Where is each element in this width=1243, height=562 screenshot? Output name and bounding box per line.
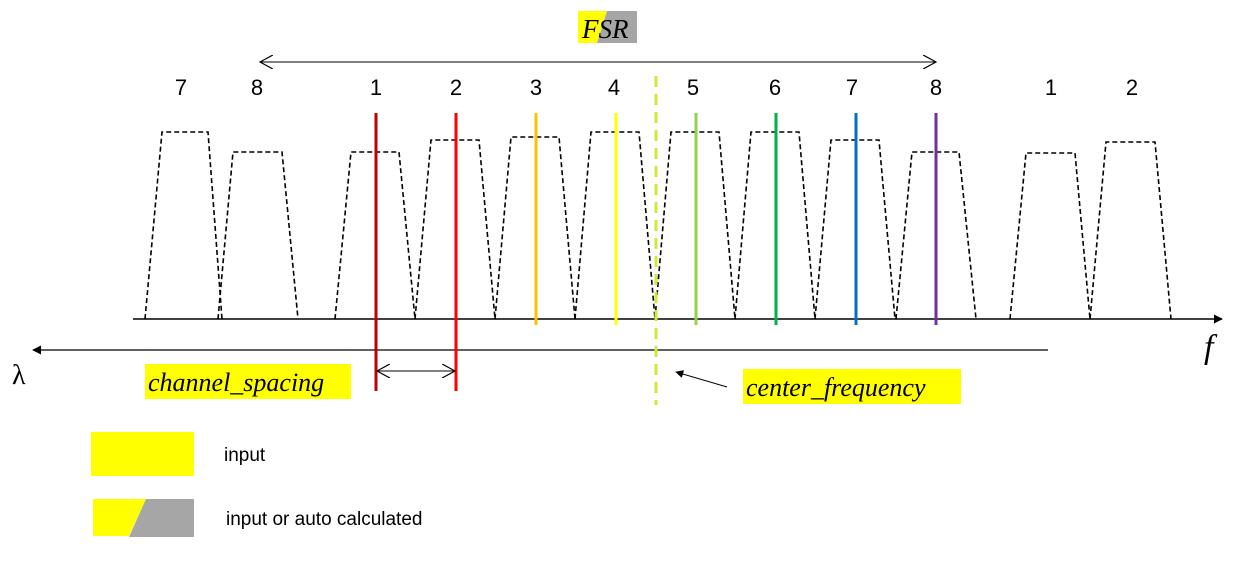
channel-number-label: 8 [930,75,942,100]
center-frequency-pointer [675,370,728,388]
filter-passband [144,131,223,320]
filter-passband [1009,152,1091,320]
legend-swatch-yellow-part [93,499,146,536]
legend: input input or auto calculated [91,432,422,537]
channel-number-label: 2 [450,75,462,100]
channel-number-label: 7 [175,75,187,100]
channel-spacing-label: channel_spacing [148,368,324,397]
filter-passband [1089,141,1172,320]
filter-passband [895,151,977,320]
channel-number-label: 1 [1045,75,1057,100]
legend-item-input: input [91,432,266,476]
channel-number-label: 2 [1126,75,1138,100]
fsr-title: FSR [581,14,629,44]
legend-label-input-or-auto: input or auto calculated [226,509,422,530]
center-frequency-label: center_frequency [746,373,926,402]
filter-passband [217,151,299,320]
fsr-badge: FSR [578,11,637,44]
channel-number-label: 5 [687,75,699,100]
channel-labels: 7 8 1 2 3 4 5 6 7 8 1 2 [175,75,1138,100]
legend-item-input-or-auto: input or auto calculated [93,499,422,537]
channel-center-lines [374,113,938,391]
filter-passbands [144,131,1172,320]
filter-passband [334,151,416,320]
channel-number-label: 8 [251,75,263,100]
fsr-badge-gray [597,11,637,43]
legend-swatch-gray-part [129,499,194,537]
wavelength-axis-label: λ [12,360,26,391]
center-frequency-highlight [743,369,961,404]
frequency-axis-label: f [1204,329,1218,366]
channel-number-label: 3 [530,75,542,100]
channel-number-label: 7 [846,75,858,100]
channel-number-label: 4 [608,75,620,100]
channel-spacing-highlight [145,364,351,399]
legend-label-input: input [224,445,266,466]
legend-swatch-input [91,432,194,476]
filter-passband [494,136,576,320]
fsr-badge-yellow [578,11,607,43]
channel-number-label: 1 [370,75,382,100]
channel-number-label: 6 [769,75,781,100]
